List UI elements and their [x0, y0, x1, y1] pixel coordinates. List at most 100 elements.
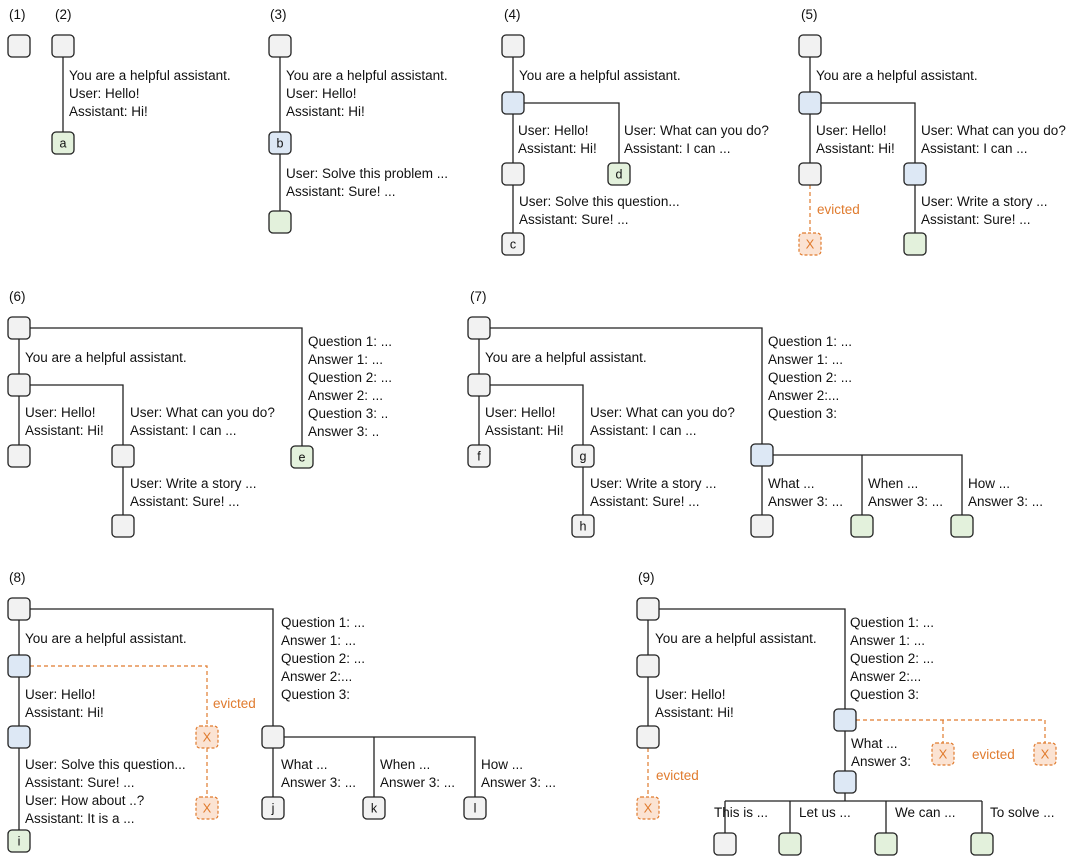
- p8-text-user-question: User: Solve this question...: [25, 757, 186, 772]
- p8-text-what: What ...: [281, 757, 328, 772]
- p7-f-node: [467, 444, 491, 468]
- p8-k-letter: k: [371, 802, 378, 816]
- p7-leaf2-node: [850, 514, 874, 538]
- p6-leaf-node: [111, 514, 135, 538]
- p3-text-user2: User: Solve this problem ...: [286, 166, 448, 181]
- p2-text-system: You are a helpful assistant.: [69, 68, 231, 83]
- p8-text-assistant: Assistant: Hi!: [25, 705, 104, 720]
- p3-b-node: [268, 131, 292, 155]
- p8-next-node: [7, 725, 31, 749]
- p8-text-assistant-itis: Assistant: It is a ...: [25, 811, 135, 826]
- p7-mid-node: [467, 373, 491, 397]
- p6-edge-root-e: [30, 327, 303, 446]
- p6-mid-node: [7, 373, 31, 397]
- p4-c-letter: c: [510, 238, 516, 252]
- p9-qnode-node: [833, 708, 857, 732]
- p6-text-user: User: Hello!: [25, 405, 96, 420]
- p9-text-to-solve: To solve ...: [990, 805, 1055, 820]
- p5-evicted-evicted-x: X: [806, 237, 815, 252]
- p4-text-assistant-sure: Assistant: Sure! ...: [519, 212, 629, 227]
- p4-text-system: You are a helpful assistant.: [519, 68, 681, 83]
- p7-text-user-story: User: Write a story ...: [590, 476, 717, 491]
- p8-text-user: User: Hello!: [25, 687, 96, 702]
- p9-text-q2: Question 2: ...: [850, 651, 934, 666]
- p9-text-assistant: Assistant: Hi!: [655, 705, 734, 720]
- p2-root-node: [51, 34, 75, 58]
- p3-text-assistant: Assistant: Hi!: [286, 104, 365, 119]
- p9-text-let-us: Let us ...: [799, 805, 851, 820]
- p2-a-letter: a: [60, 137, 67, 151]
- p8-text-when: When ...: [380, 757, 430, 772]
- panel-8-label: (8): [9, 570, 26, 585]
- p5-text-user-story: User: Write a story ...: [921, 194, 1048, 209]
- p9-evicted-right-node: [1033, 742, 1057, 766]
- p6-text-user-story: User: Write a story ...: [130, 476, 257, 491]
- p7-h-letter: h: [580, 520, 587, 534]
- p9-text-system: You are a helpful assistant.: [655, 631, 817, 646]
- p8-k-node: [362, 796, 386, 820]
- p4-text-assistant: Assistant: Hi!: [518, 141, 597, 156]
- p5-text-assistant-sure: Assistant: Sure! ...: [921, 212, 1031, 227]
- p2-text-user: User: Hello!: [69, 86, 140, 101]
- p4-text-user-question: User: Solve this question...: [519, 194, 680, 209]
- p5-leaf-node: [903, 232, 927, 256]
- p8-text-a2: Answer 2:...: [281, 669, 352, 684]
- p7-text-user-what: User: What can you do?: [590, 405, 735, 420]
- p7-h-node: [571, 514, 595, 538]
- p8-evicted-2-evicted-x: X: [203, 801, 212, 816]
- p7-text-a3-3: Answer 3: ...: [968, 494, 1043, 509]
- p9-evicted-evicted-x: X: [644, 801, 653, 816]
- p8-root-node: [7, 597, 31, 621]
- p8-l-node: [463, 796, 487, 820]
- p9-text-q3: Question 3:: [850, 687, 919, 702]
- p5-text-user: User: Hello!: [816, 123, 887, 138]
- p7-text-assistant-sure: Assistant: Sure! ...: [590, 494, 700, 509]
- p4-c-node: [501, 232, 525, 256]
- p4-d-letter: d: [616, 168, 623, 182]
- p7-edge-root-q: [490, 327, 763, 444]
- p8-evicted-1-node: [195, 725, 219, 749]
- p3-b-letter: b: [277, 137, 284, 151]
- p9-leaf4-node: [970, 832, 994, 856]
- p4-text-assistant-ican: Assistant: I can ...: [624, 141, 731, 156]
- p9-mid-node: [636, 654, 660, 678]
- p6-text-assistant: Assistant: Hi!: [25, 423, 104, 438]
- p9-text-this-is: This is ...: [714, 805, 768, 820]
- p7-g-letter: g: [580, 450, 587, 464]
- panel-6-label: (6): [9, 289, 26, 304]
- p4-mid-node: [501, 91, 525, 115]
- p7-f-letter: f: [477, 450, 481, 464]
- p7-text-when: When ...: [868, 476, 918, 491]
- p7-text-q1: Question 1: ...: [768, 334, 852, 349]
- p8-text-how: How ...: [481, 757, 523, 772]
- p8-edge-root-q: [30, 608, 274, 726]
- p9-text-a1: Answer 1: ...: [850, 633, 925, 648]
- p9-evicted-mid-evicted-x: X: [939, 747, 948, 762]
- p8-i-node: [7, 829, 31, 853]
- p7-edge-q-right: [773, 454, 963, 515]
- panel-9-label: (9): [638, 570, 655, 585]
- p2-text-assistant: Assistant: Hi!: [69, 104, 148, 119]
- p9-leaf1-node: [713, 832, 737, 856]
- p8-text-q2: Question 2: ...: [281, 651, 365, 666]
- p6-text-user-what: User: What can you do?: [130, 405, 275, 420]
- p7-root-node: [467, 316, 491, 340]
- p8-j-node: [261, 796, 285, 820]
- p3-root-node: [268, 34, 292, 58]
- p6-text-system: You are a helpful assistant.: [25, 350, 187, 365]
- p7-text-a3-2: Answer 3: ...: [868, 494, 943, 509]
- panel-1-label: (1): [9, 7, 26, 22]
- p4-root-node: [501, 34, 525, 58]
- p6-right-node: [111, 444, 135, 468]
- p4-text-user-what: User: What can you do?: [624, 123, 769, 138]
- p5-mid-node: [798, 91, 822, 115]
- p5-right-node: [903, 162, 927, 186]
- panel-4-label: (4): [504, 7, 521, 22]
- p8-j-letter: j: [271, 802, 275, 816]
- p8-text-a1: Answer 1: ...: [281, 633, 356, 648]
- p6-text-a3: Answer 3: ..: [308, 424, 379, 439]
- p6-edge-mid-right: [30, 384, 124, 445]
- p6-text-assistant-ican: Assistant: I can ...: [130, 423, 237, 438]
- p8-l-letter: l: [474, 802, 477, 816]
